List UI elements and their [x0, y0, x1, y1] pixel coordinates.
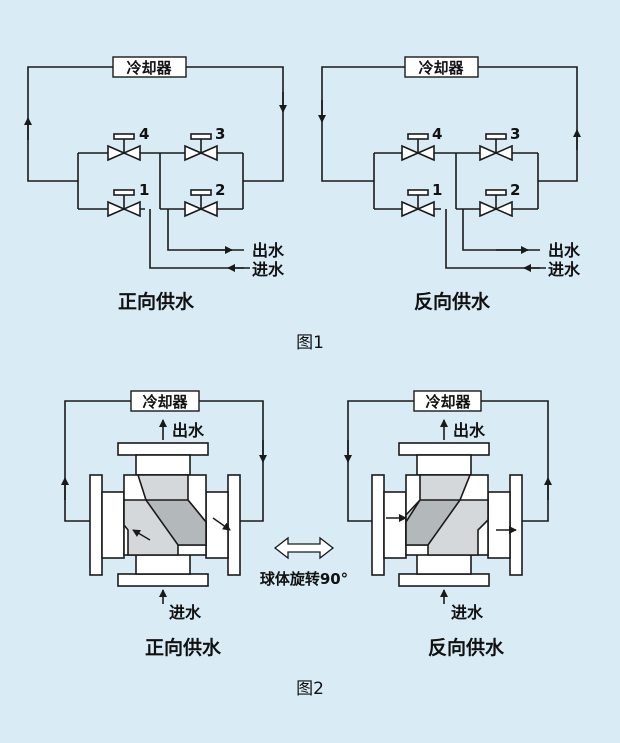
fig1-reverse-inlet-label: 进水 [548, 260, 581, 279]
fig2-reverse-loop [344, 400, 552, 604]
fig2-reverse-ball [405, 474, 489, 556]
fig2-rotation-note: 球体旋转90° [260, 570, 348, 588]
fig2-reverse-flow-arrows [386, 514, 517, 534]
fig2-forward-cooler-box [130, 390, 200, 412]
fig1-reverse-outlet-label: 出水 [548, 241, 581, 260]
fig1-reverse-cooler-box [404, 56, 479, 78]
fig1-reverse-valve-3-label: 3 [510, 125, 520, 143]
fig2-rotation-double-arrow [273, 536, 335, 560]
fig1-forward-valves [107, 133, 218, 218]
fig2-reverse-title: 反向供水 [428, 636, 505, 659]
fig2-reverse-cooler-box [413, 390, 482, 412]
fig1-caption: 图1 [296, 333, 324, 353]
fig1-forward-title: 正向供水 [118, 290, 195, 313]
fig1-forward-valve-4-label: 4 [139, 125, 149, 143]
fig1-forward-cooler-label: 冷却器 [126, 59, 172, 77]
fig2-caption: 图2 [296, 679, 324, 699]
fig1-forward-diagram [24, 66, 287, 272]
fig1-reverse-valves [401, 133, 513, 218]
fig1-forward-valve-3-label: 3 [215, 125, 225, 143]
fig2-reverse-inlet-label: 进水 [451, 603, 484, 622]
fig2-reverse-outlet-label: 出水 [453, 421, 486, 440]
fig2-reverse-cooler-label: 冷却器 [425, 393, 471, 411]
fig1-forward-valve-2-label: 2 [215, 181, 225, 199]
fig1-forward-inlet-label: 进水 [252, 260, 285, 279]
fig1-reverse-valve-1-label: 1 [432, 181, 442, 199]
fig1-reverse-diagram [318, 66, 581, 272]
fig1-forward-outlet-label: 出水 [252, 241, 285, 260]
fig1-reverse-valve-2-label: 2 [510, 181, 520, 199]
fig1-forward-cooler-box [112, 56, 187, 78]
fig1-reverse-cooler-label: 冷却器 [418, 59, 464, 77]
fig2-forward-cooler-label: 冷却器 [142, 393, 188, 411]
fig2-forward-title: 正向供水 [145, 636, 222, 659]
fig2-forward-loop [61, 400, 267, 604]
fig2-forward-flow-arrows [132, 517, 231, 541]
fig2-forward-inlet-label: 进水 [169, 603, 202, 622]
fig2-forward-ball [123, 474, 207, 556]
fig2-forward-outlet-label: 出水 [172, 421, 205, 440]
fig1-reverse-valve-4-label: 4 [432, 125, 442, 143]
fig1-forward-valve-1-label: 1 [139, 181, 149, 199]
fig1-reverse-title: 反向供水 [414, 290, 491, 313]
